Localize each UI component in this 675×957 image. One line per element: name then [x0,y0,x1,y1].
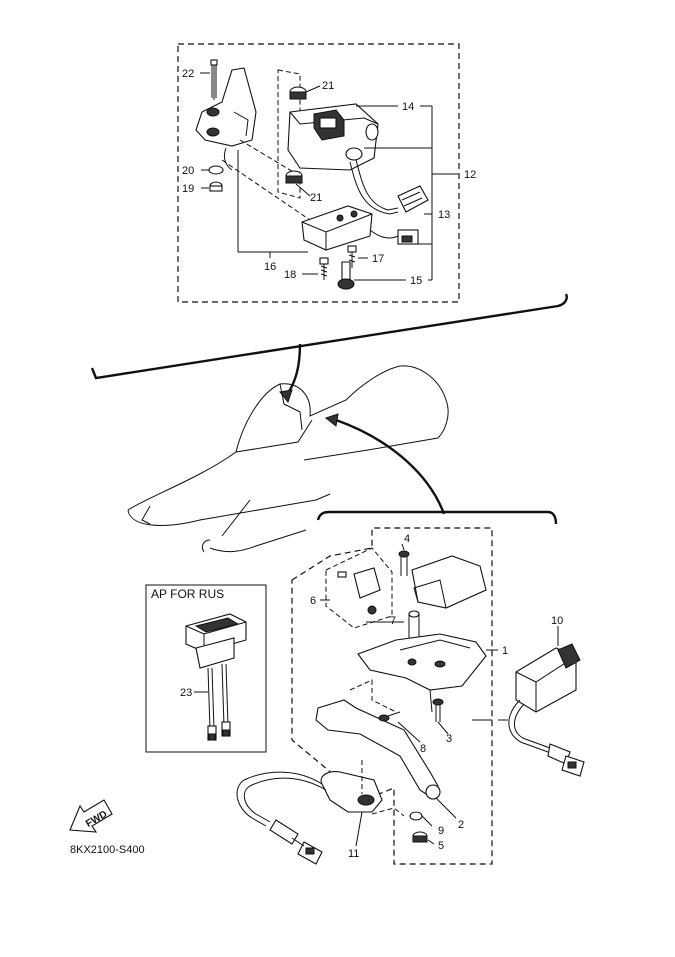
callout-21-lower: 21 [310,192,322,204]
callout-12: 12 [464,169,476,181]
bottom-leader-lines [320,543,559,847]
assembly-guide-dashes [277,69,301,199]
callout-14: 14 [402,101,414,113]
pointer-arrow-bottom [335,418,446,515]
callout-9: 9 [438,825,444,837]
washer-20 [208,165,224,175]
subassembly-6-dashed-frame [325,547,393,629]
bolt-15 [337,261,355,290]
callout-16: 16 [264,261,276,273]
callout-20: 20 [182,165,194,177]
pointer-arrow-top [285,343,302,397]
callout-15: 15 [410,275,422,287]
top-assembly-dashed-frame [177,43,460,303]
housing-cap-6 [337,567,381,615]
connector-13 [397,185,429,213]
bolt-4 [398,550,410,576]
inset-title: AP FOR RUS [151,587,224,601]
callout-22: 22 [182,68,194,80]
bolt-22 [210,59,218,100]
nut-5 [412,831,428,843]
callout-18: 18 [284,269,296,281]
top-leader-lines [200,72,458,281]
callout-8: 8 [420,743,426,755]
bottom-guide-dashes [349,679,397,713]
screw-17 [347,245,357,268]
inset-frame [145,584,267,753]
top-brace [90,293,568,380]
wire-harness-10 [508,643,585,777]
callout-6: 6 [310,595,316,607]
mounting-bracket [195,67,257,171]
screw-8 [378,711,401,722]
callout-10: 10 [551,615,563,627]
screw-18 [319,257,329,280]
bottom-brace [316,510,558,525]
rocker-switch-23 [185,613,247,741]
forward-arrow-icon: FWD [69,799,113,833]
washer-9 [409,811,423,821]
callout-23: 23 [180,687,192,699]
callout-13: 13 [438,209,450,221]
callout-7: 7 [390,615,396,627]
callout-5: 5 [438,840,444,852]
callout-21-upper: 21 [322,80,334,92]
callout-3: 3 [446,733,452,745]
nut-19 [209,181,223,192]
callout-17: 17 [372,253,384,265]
bolt-3 [432,698,444,722]
nut-21-upper [289,86,307,100]
callout-11: 11 [348,848,359,860]
callout-4: 4 [404,533,410,545]
callout-1: 1 [502,645,508,657]
throttle-housing-1 [357,633,487,691]
callout-2: 2 [458,819,464,831]
callout-19: 19 [182,183,194,195]
switch-box-14 [287,103,399,215]
snowmobile-outline [127,365,449,553]
switch-base-16 [301,205,419,251]
drawing-code: 8KX2100-S400 [70,844,145,856]
nut-21-lower [285,170,303,184]
throttle-cover [411,555,487,609]
throttle-sensor-11 [236,771,383,865]
